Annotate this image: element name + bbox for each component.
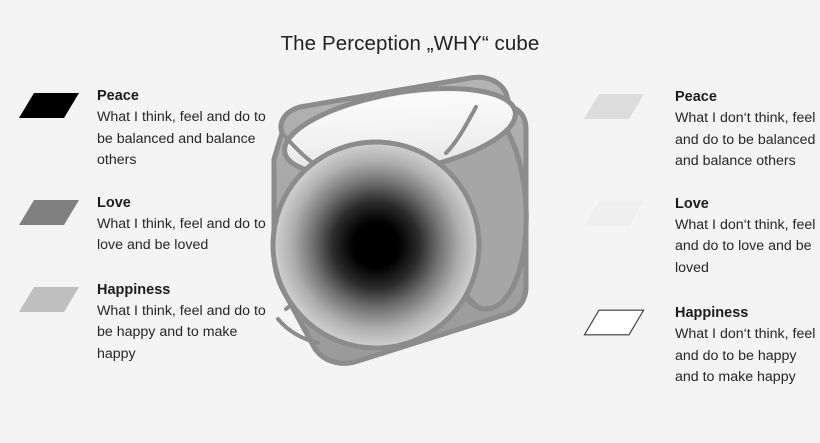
legend-text-block: Love What I think, feel and do to love a… bbox=[97, 193, 268, 257]
legend-item-label: Happiness bbox=[97, 281, 171, 298]
parallelogram-icon bbox=[583, 93, 645, 120]
legend-item-label: Peace bbox=[675, 89, 717, 105]
legend-item-label: Love bbox=[97, 194, 131, 211]
legend-item-love-right[interactable]: Love What I don‘t think, feel and do to … bbox=[583, 194, 820, 280]
cube-front-face bbox=[270, 139, 482, 351]
legend-item-description: What I think, feel and do to love and be… bbox=[97, 215, 266, 254]
parallelogram-icon bbox=[18, 286, 80, 313]
cube-lower-contour bbox=[276, 317, 320, 345]
parallelogram-icon bbox=[18, 92, 80, 119]
legend-item-description: What I don‘t think, feel and do to be ba… bbox=[675, 110, 816, 169]
legend-item-peace-right[interactable]: Peace What I don‘t think, feel and do to… bbox=[583, 87, 820, 173]
legend-item-label: Happiness bbox=[675, 305, 749, 321]
legend-item-peace-left[interactable]: Peace What I think, feel and do to be ba… bbox=[18, 86, 268, 172]
legend-column-left: Peace What I think, feel and do to be ba… bbox=[18, 86, 268, 365]
legend-text-block: Peace What I think, feel and do to be ba… bbox=[97, 86, 268, 172]
legend-item-description: What I think, feel and do to be balanced… bbox=[97, 109, 266, 168]
legend-text-block: Happiness What I think, feel and do to b… bbox=[97, 280, 268, 366]
legend-text-block: Love What I don‘t think, feel and do to … bbox=[675, 194, 820, 280]
legend-item-description: What I don‘t think, feel and do to be ha… bbox=[675, 326, 816, 385]
perception-cube-illustration bbox=[248, 73, 564, 379]
parallelogram-icon bbox=[18, 199, 80, 226]
legend-item-happiness-left[interactable]: Happiness What I think, feel and do to b… bbox=[18, 280, 268, 366]
legend-text-block: Peace What I don‘t think, feel and do to… bbox=[675, 87, 820, 173]
legend-item-description: What I don‘t think, feel and do to love … bbox=[675, 216, 816, 276]
page-title: The Perception „WHY“ cube bbox=[280, 32, 540, 55]
legend-item-love-left[interactable]: Love What I think, feel and do to love a… bbox=[18, 193, 268, 257]
legend-item-label: Love bbox=[675, 195, 709, 212]
legend-text-block: Happiness What I don‘t think, feel and d… bbox=[675, 303, 820, 389]
parallelogram-icon bbox=[583, 200, 645, 227]
legend-item-description: What I think, feel and do to be happy an… bbox=[97, 302, 266, 362]
legend-item-label: Peace bbox=[97, 88, 139, 104]
legend-item-happiness-right[interactable]: Happiness What I don‘t think, feel and d… bbox=[583, 303, 820, 389]
legend-column-right: Peace What I don‘t think, feel and do to… bbox=[583, 86, 820, 389]
parallelogram-icon bbox=[583, 309, 645, 336]
